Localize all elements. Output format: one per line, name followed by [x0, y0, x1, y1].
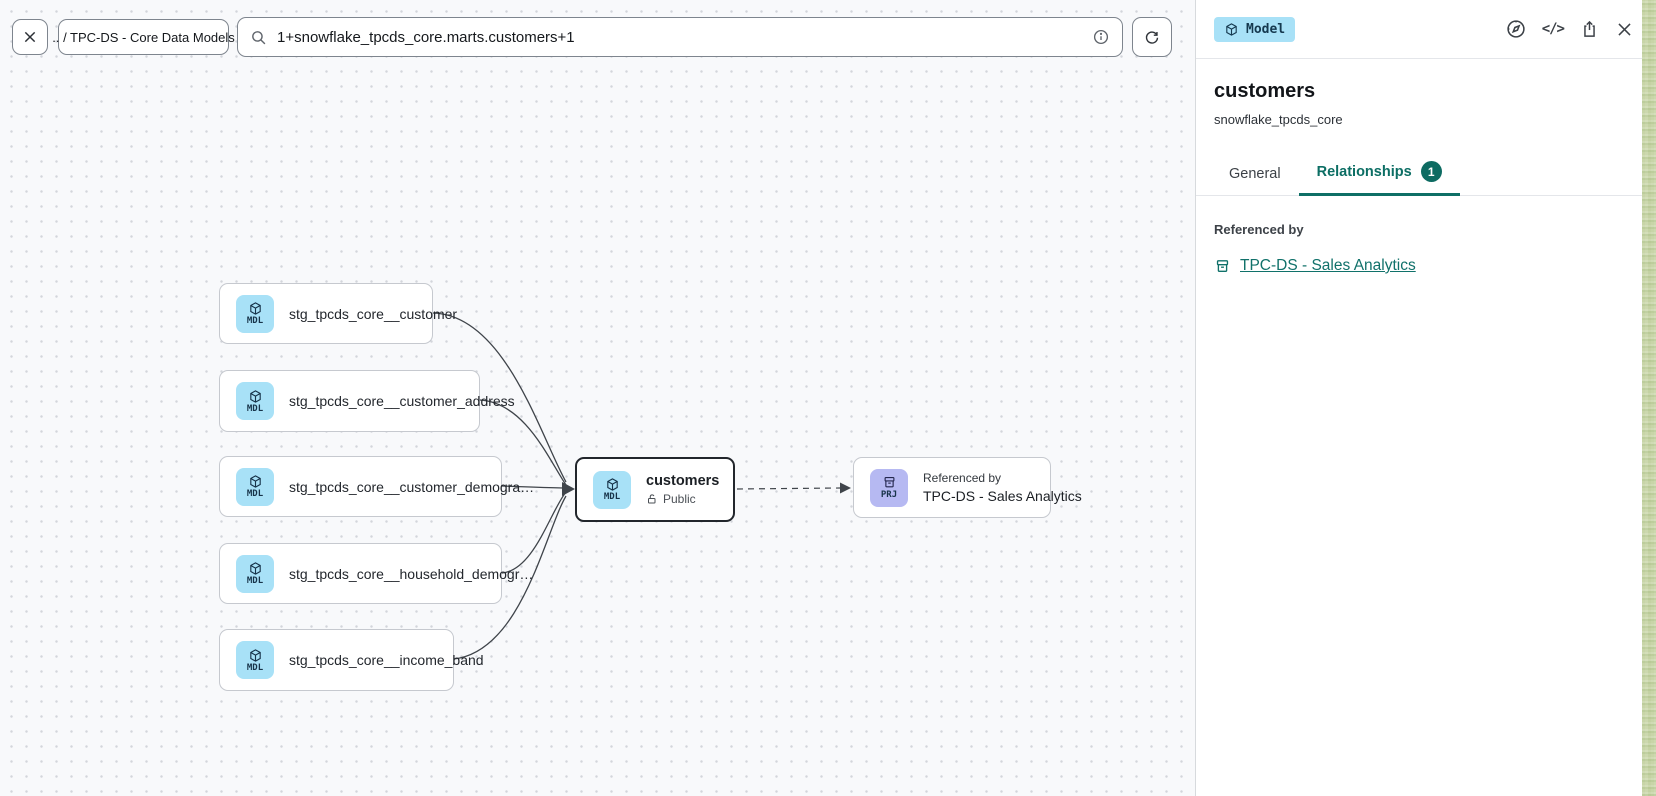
project-icon	[882, 475, 897, 490]
close-panel-icon[interactable]	[1615, 20, 1634, 39]
search-icon	[250, 29, 267, 46]
cube-icon	[248, 474, 263, 489]
refresh-icon	[1143, 28, 1161, 46]
tab-general[interactable]: General	[1211, 156, 1299, 195]
close-lineage-button[interactable]	[12, 19, 48, 55]
stage-node-income-band[interactable]: MDL stg_tpcds_core__income_band	[219, 629, 484, 691]
share-icon[interactable]	[1579, 19, 1600, 40]
search-input[interactable]	[277, 28, 1082, 46]
node-label: stg_tpcds_core__household_demogr…	[289, 565, 534, 582]
relationships-count-badge: 1	[1420, 161, 1442, 182]
panel-tabs: General Relationships 1	[1196, 151, 1656, 196]
refresh-button[interactable]	[1132, 17, 1172, 57]
model-type-label: Model	[1246, 21, 1286, 37]
badge-label: PRJ	[880, 490, 898, 500]
project-badge: PRJ	[870, 468, 908, 507]
model-type-badge: Model	[1214, 16, 1296, 42]
cube-icon	[605, 477, 620, 492]
cube-icon	[248, 389, 263, 404]
model-badge: MDL	[236, 294, 274, 333]
tab-relationships-label: Relationships	[1316, 163, 1412, 180]
stage-node-customer-address[interactable]: MDL stg_tpcds_core__customer_address	[219, 370, 515, 432]
breadcrumb-label: .. / TPC-DS - Core Data Models	[52, 29, 235, 45]
details-panel: Model </> customers snowflake_tpcds_core…	[1195, 0, 1656, 796]
project-link-row[interactable]: TPC-DS - Sales Analytics	[1214, 257, 1634, 275]
stage-node-household-demographics[interactable]: MDL stg_tpcds_core__household_demogr…	[219, 543, 533, 604]
project-link: TPC-DS - Sales Analytics	[1240, 257, 1416, 274]
badge-label: MDL	[246, 576, 264, 586]
node-label: stg_tpcds_core__customer	[289, 305, 458, 322]
stage-node-customer-demographics[interactable]: MDL stg_tpcds_core__customer_demogra…	[219, 456, 534, 517]
explore-compass-icon[interactable]	[1505, 18, 1527, 40]
panel-title: customers	[1214, 80, 1316, 102]
badge-label: MDL	[246, 489, 264, 499]
selected-node-customers[interactable]: MDL customers Public	[575, 457, 735, 522]
node-label: stg_tpcds_core__customer_demogra…	[289, 478, 535, 495]
cube-icon	[248, 648, 263, 663]
badge-label: MDL	[603, 492, 621, 502]
canvas-toolbar: .. / TPC-DS - Core Data Models	[0, 0, 1195, 76]
node-label: stg_tpcds_core__customer_address	[289, 393, 515, 409]
node-label: stg_tpcds_core__income_band	[289, 652, 484, 668]
right-edge-artifact	[1642, 0, 1656, 796]
reference-caption: Referenced by	[923, 471, 1002, 485]
model-badge: MDL	[236, 641, 274, 679]
reference-node-project[interactable]: PRJ Referenced by TPC-DS - Sales Analyti…	[853, 457, 1082, 518]
model-badge: MDL	[236, 467, 274, 506]
breadcrumb[interactable]: .. / TPC-DS - Core Data Models	[52, 19, 235, 55]
cube-icon	[248, 301, 263, 316]
lineage-search	[237, 17, 1123, 57]
model-badge: MDL	[593, 470, 631, 509]
close-icon	[22, 29, 38, 45]
cube-icon	[1224, 22, 1239, 37]
unlock-icon	[646, 493, 658, 505]
tab-general-label: General	[1229, 166, 1281, 182]
stage-node-customer[interactable]: MDL stg_tpcds_core__customer	[219, 283, 457, 344]
project-icon	[1214, 258, 1231, 275]
badge-label: MDL	[246, 316, 264, 326]
badge-label: MDL	[246, 662, 264, 673]
node-access-label: Public	[663, 492, 696, 506]
reference-title: TPC-DS - Sales Analytics	[923, 488, 1082, 504]
model-badge: MDL	[236, 554, 274, 593]
cube-icon	[248, 561, 263, 576]
panel-subtitle: snowflake_tpcds_core	[1214, 112, 1343, 127]
referenced-by-label: Referenced by	[1214, 222, 1304, 237]
panel-header: Model </>	[1196, 0, 1656, 59]
tab-relationships[interactable]: Relationships 1	[1298, 151, 1460, 196]
node-title: customers	[646, 473, 720, 489]
model-badge: MDL	[236, 382, 274, 420]
lineage-edges	[432, 312, 851, 660]
info-icon[interactable]	[1092, 28, 1110, 46]
code-icon[interactable]: </>	[1541, 21, 1565, 37]
badge-label: MDL	[246, 403, 264, 414]
lineage-canvas[interactable]: MDL stg_tpcds_core__customer MDL stg_tpc…	[0, 0, 1195, 796]
